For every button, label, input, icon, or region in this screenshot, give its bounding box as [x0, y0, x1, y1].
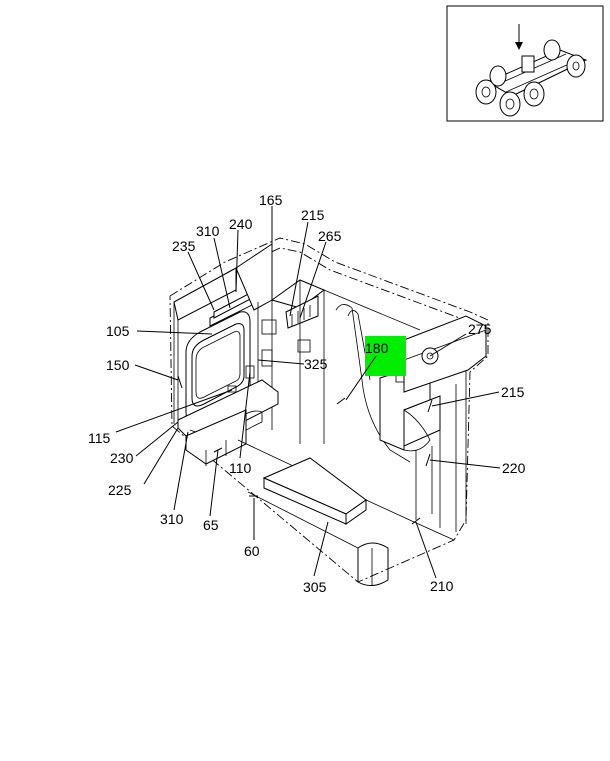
callout-215-top: 215	[301, 207, 325, 223]
leader-lines	[115, 206, 501, 579]
truck-chassis-icon	[475, 39, 588, 117]
callout-60: 60	[244, 543, 260, 559]
callout-265: 265	[318, 228, 342, 244]
callout-210: 210	[430, 578, 454, 594]
callout-labels: 165 215 265 240 310 235 105 150 325 180 …	[88, 192, 526, 595]
callout-225: 225	[108, 482, 132, 498]
callout-230: 230	[110, 450, 134, 466]
callout-105: 105	[106, 323, 130, 339]
callout-310-bottom: 310	[160, 511, 184, 527]
callout-150: 150	[106, 357, 130, 373]
callout-275: 275	[468, 321, 492, 337]
locator-inset	[446, 5, 604, 122]
callout-215-right: 215	[501, 384, 525, 400]
cab-interior-drawing	[169, 237, 489, 586]
callout-65: 65	[203, 517, 219, 533]
callout-165: 165	[259, 192, 283, 208]
highlight-box	[365, 336, 406, 376]
callout-235: 235	[172, 238, 196, 254]
callout-110: 110	[229, 460, 252, 476]
callout-325: 325	[304, 356, 328, 372]
callout-305: 305	[303, 579, 327, 595]
callout-240: 240	[229, 216, 253, 232]
callout-180: 180	[365, 340, 389, 356]
callout-115: 115	[88, 430, 111, 446]
callout-310-top: 310	[196, 223, 220, 239]
callout-220: 220	[502, 460, 526, 476]
